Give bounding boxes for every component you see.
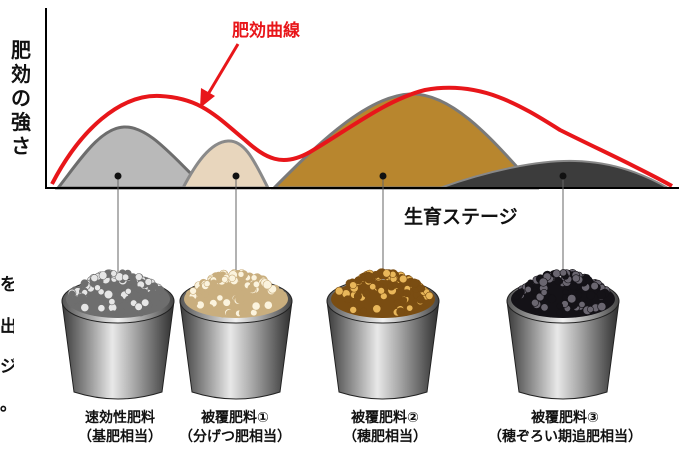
cup-quick-release [61,269,175,400]
cup-coated-3 [506,269,620,400]
cup-beads [334,268,434,317]
caption-name: 速効性肥料 [85,410,155,426]
cup-body [179,300,293,400]
cup-coated-1 [179,269,293,400]
curve-label: 肥効曲線 [232,21,300,41]
cup-body [506,300,620,400]
caption-role: （穂ぞろい期追肥相当） [488,429,642,445]
cup-beads [512,269,611,317]
cutoff-text-2: 出 [0,317,14,337]
fertilizer-cups [61,268,620,400]
y-axis-label-char: の [11,86,31,110]
cutoff-text-4: 。 [0,390,14,415]
x-axis-label: 生育ステージ [404,206,518,228]
leader-dots [114,172,567,180]
cup-beads [184,269,288,318]
hill-quick-release [54,125,210,190]
caption-coated-1: 被覆肥料① （分げつ肥相当） [175,409,295,447]
cup-body [61,300,175,400]
caption-name: 被覆肥料① [201,410,269,426]
curve-label-arrow [200,43,240,108]
leader-lines [117,176,564,277]
y-axis-label-char: さ [11,134,31,158]
caption-role: （基肥相当） [78,429,162,445]
caption-quick-release: 速効性肥料 （基肥相当） [70,409,170,447]
caption-role: （分げつ肥相当） [179,429,291,445]
caption-role: （穂肥相当） [343,429,427,445]
caption-coated-2: 被覆肥料② （穂肥相当） [330,409,440,447]
caption-name: 被覆肥料② [351,410,419,426]
hill-coated-1 [180,139,271,190]
fertilizer-effect-curve [50,85,673,188]
cutoff-text-1: を [0,275,14,295]
cup-coated-2 [326,268,440,400]
y-axis-label-char: 肥 [11,38,31,62]
cup-beads [67,269,165,317]
caption-name: 被覆肥料③ [531,410,599,426]
caption-coated-3: 被覆肥料③ （穂ぞろい期追肥相当） [480,409,650,447]
cutoff-text-3: ジ [0,357,14,377]
y-axis-label-char: 効 [11,62,31,86]
y-axis-label-char: 強 [11,110,31,134]
cup-body [326,300,440,400]
hill-coated-3 [439,159,672,189]
